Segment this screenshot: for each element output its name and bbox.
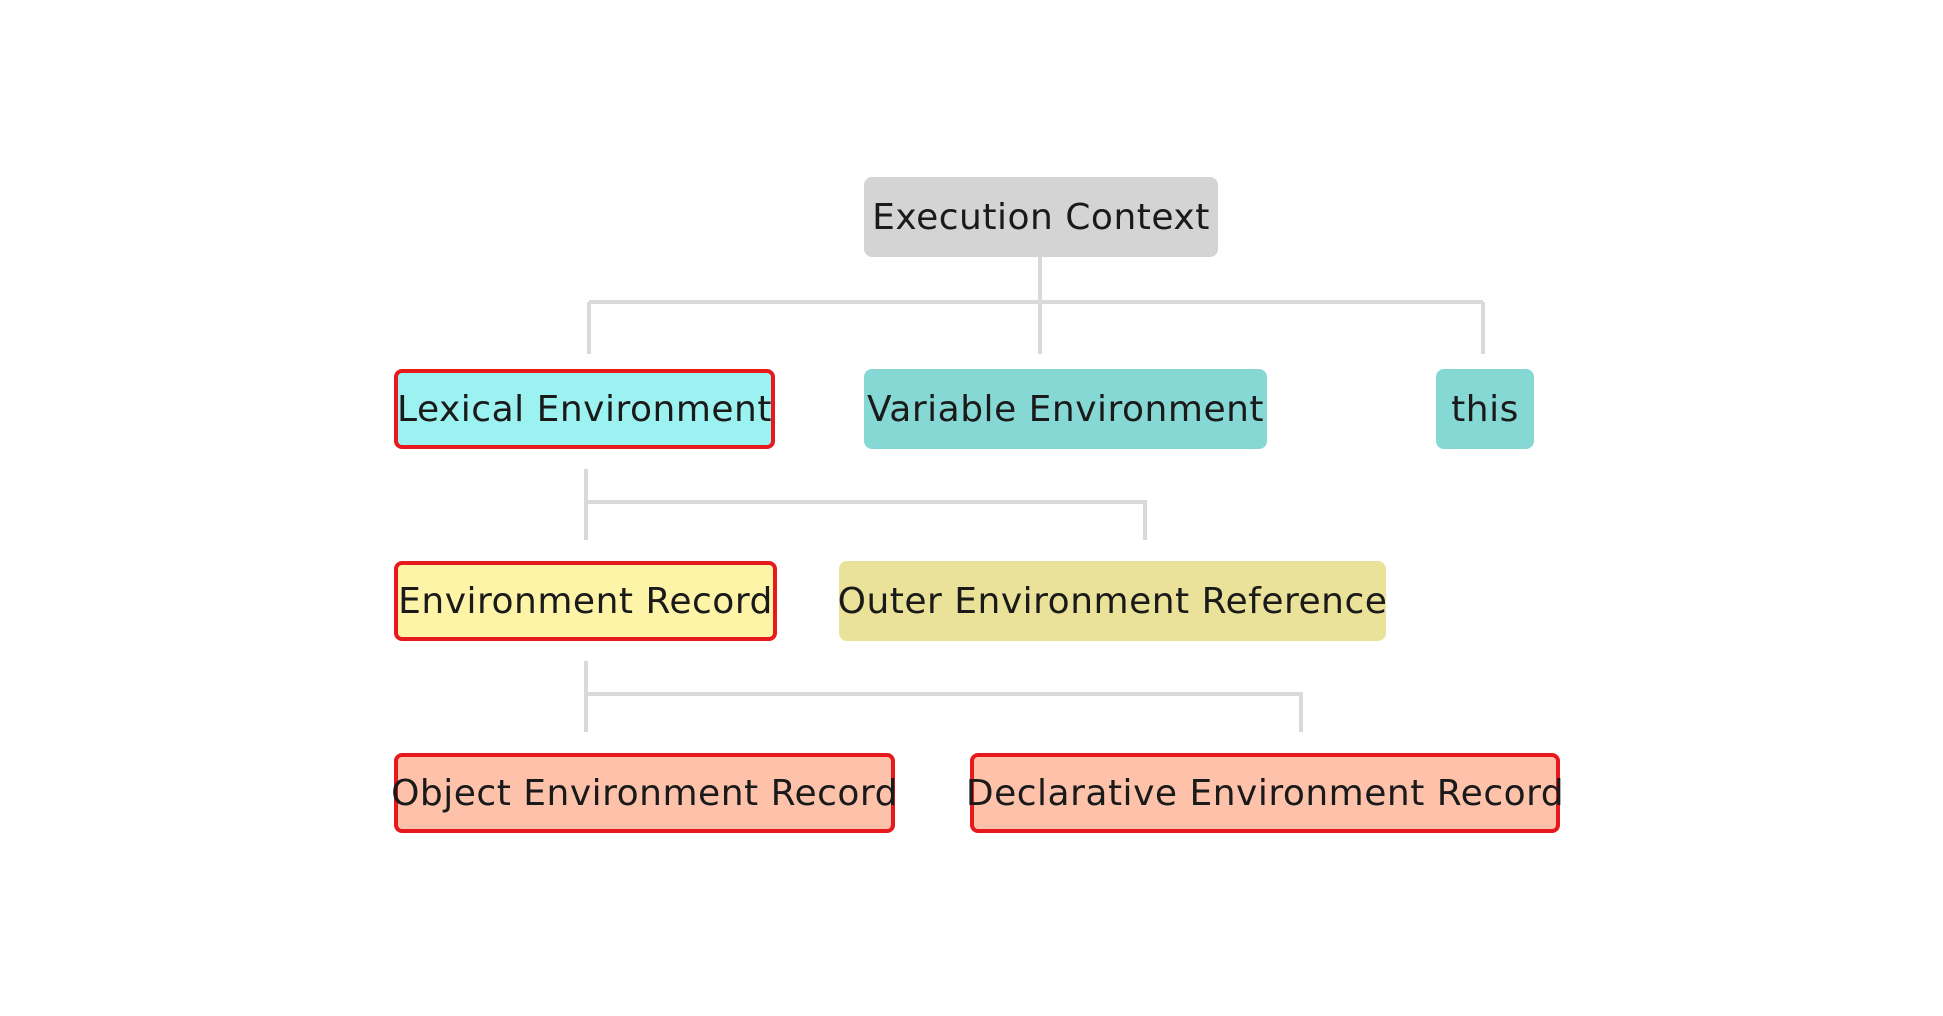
node-declarative-environment-record: Declarative Environment Record (966, 753, 1564, 833)
node-this: this (1436, 369, 1534, 449)
node-execution-context: Execution Context (864, 177, 1218, 257)
connector-environment-record (584, 661, 1303, 732)
connector-lexical-environment (584, 469, 1147, 540)
node-lexical-environment: Lexical Environment (394, 369, 775, 449)
node-outer-environment-reference: Outer Environment Reference (838, 561, 1387, 641)
node-variable-environment: Variable Environment (864, 369, 1267, 449)
connector-execution-context (587, 257, 1485, 354)
node-object-environment-record: Object Environment Record (391, 753, 897, 833)
node-environment-record: Environment Record (394, 561, 777, 641)
